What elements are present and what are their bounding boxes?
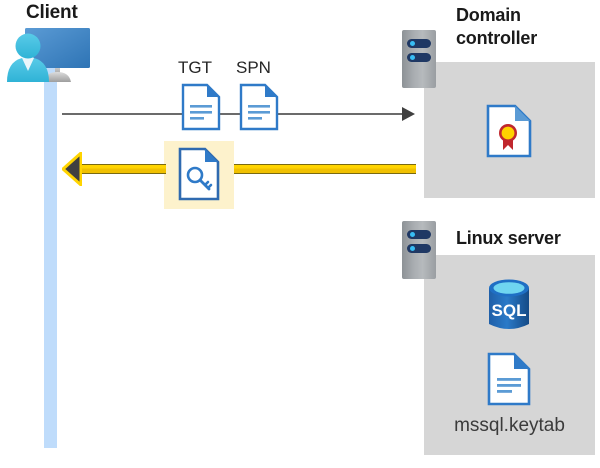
- spn-label: SPN: [236, 58, 271, 77]
- domain-controller-title-line1: Domain: [456, 5, 521, 25]
- linux-server-server-rack-icon: [402, 221, 436, 279]
- keytab-filename-caption: mssql.keytab: [454, 415, 565, 436]
- rack-led-icon: [410, 41, 415, 46]
- request-arrowhead-icon: [402, 107, 415, 121]
- rack-led-icon: [410, 246, 415, 251]
- rack-slot: [407, 53, 431, 62]
- rack-led-icon: [410, 232, 415, 237]
- rack-slot: [407, 230, 431, 239]
- reply-connector-line-right: [232, 164, 416, 174]
- spn-document-icon: [239, 83, 279, 136]
- sql-database-icon: SQL: [482, 278, 536, 339]
- client-title: Client: [26, 2, 78, 23]
- domain-controller-server-rack-icon: [402, 30, 436, 88]
- domain-controller-title-line2: controller: [456, 28, 538, 48]
- reply-arrowhead-icon: [61, 151, 83, 191]
- client-lifeline: [44, 62, 57, 448]
- rack-slot: [407, 39, 431, 48]
- linux-server-title: Linux server: [456, 228, 561, 248]
- domain-controller-title: Domain controller: [456, 4, 596, 50]
- request-connector-line: [62, 113, 410, 115]
- tgt-document-icon: [181, 83, 221, 136]
- tgt-label: TGT: [178, 58, 212, 77]
- certificate-document-icon: [486, 104, 532, 163]
- rack-slot: [407, 244, 431, 253]
- sql-database-label: SQL: [492, 301, 527, 320]
- client-workstation-icon: [6, 24, 106, 86]
- keytab-document-icon: [487, 352, 531, 411]
- rack-led-icon: [410, 55, 415, 60]
- service-ticket-key-document-icon: [178, 147, 220, 206]
- reply-connector-line-left: [76, 164, 166, 174]
